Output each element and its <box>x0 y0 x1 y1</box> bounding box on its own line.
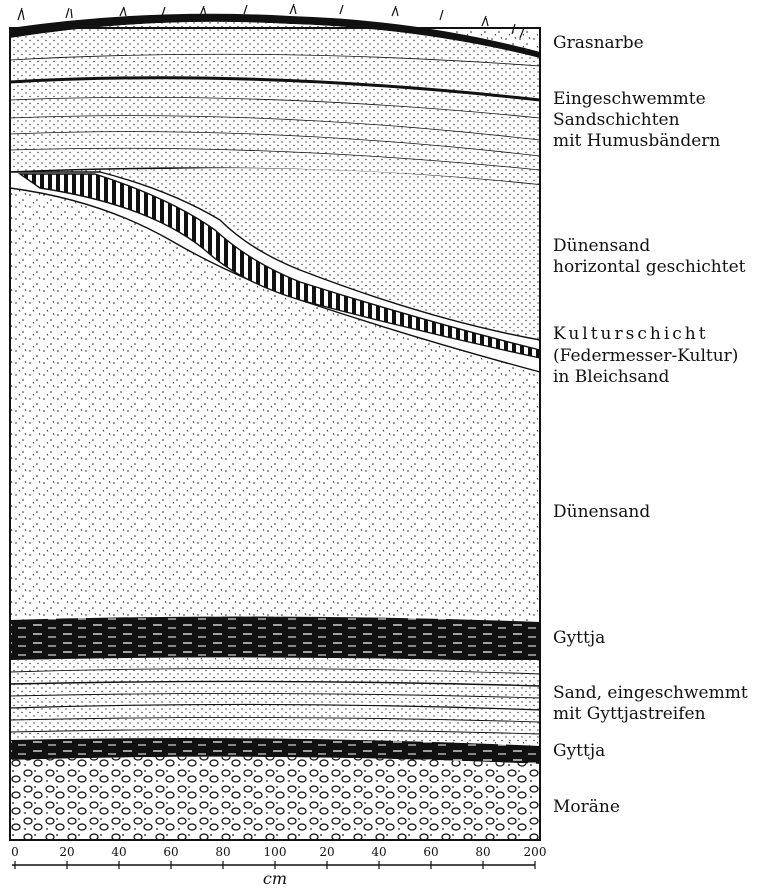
scale-tick-label: 20 <box>319 845 334 859</box>
scale-tick-label: 80 <box>215 845 230 859</box>
label-gyttja-upper: Gyttja <box>553 628 605 649</box>
sandschichten-layer <box>10 22 540 185</box>
scale-tick-label: 60 <box>423 845 438 859</box>
scale-unit-label: cm <box>263 869 287 888</box>
scale-tick-label: 200 <box>524 845 547 859</box>
scale-tick-label: 40 <box>371 845 386 859</box>
scale-tick-label: 0 <box>11 845 19 859</box>
scale-bar: 0 20 40 60 80 100 20 40 60 80 200 cm <box>11 845 546 888</box>
scale-tick-label: 40 <box>111 845 126 859</box>
scale-tick-label: 60 <box>163 845 178 859</box>
label-duenensand-horizontal: Dünensand horizontal geschichtet <box>553 236 745 278</box>
label-kulturschicht-title: Kulturschicht <box>553 324 709 345</box>
label-moraene: Moräne <box>553 797 620 818</box>
label-sand-eingeschwemmt: Sand, eingeschwemmt mit Gyttjastreifen <box>553 683 748 725</box>
label-duenensand: Dünensand <box>553 502 650 523</box>
scale-tick-label: 80 <box>475 845 490 859</box>
label-gyttja-lower: Gyttja <box>553 741 605 762</box>
label-kulturschicht-detail: (Federmesser-Kultur) in Bleichsand <box>553 346 738 388</box>
label-grasnarbe: Grasnarbe <box>553 33 644 54</box>
scale-tick-label: 20 <box>59 845 74 859</box>
gyttja-upper-layer <box>10 616 540 662</box>
moraene-layer <box>10 757 540 840</box>
label-sandschichten: Eingeschwemmte Sandschichten mit Humusbä… <box>553 89 720 152</box>
scale-tick-label: 100 <box>264 845 287 859</box>
